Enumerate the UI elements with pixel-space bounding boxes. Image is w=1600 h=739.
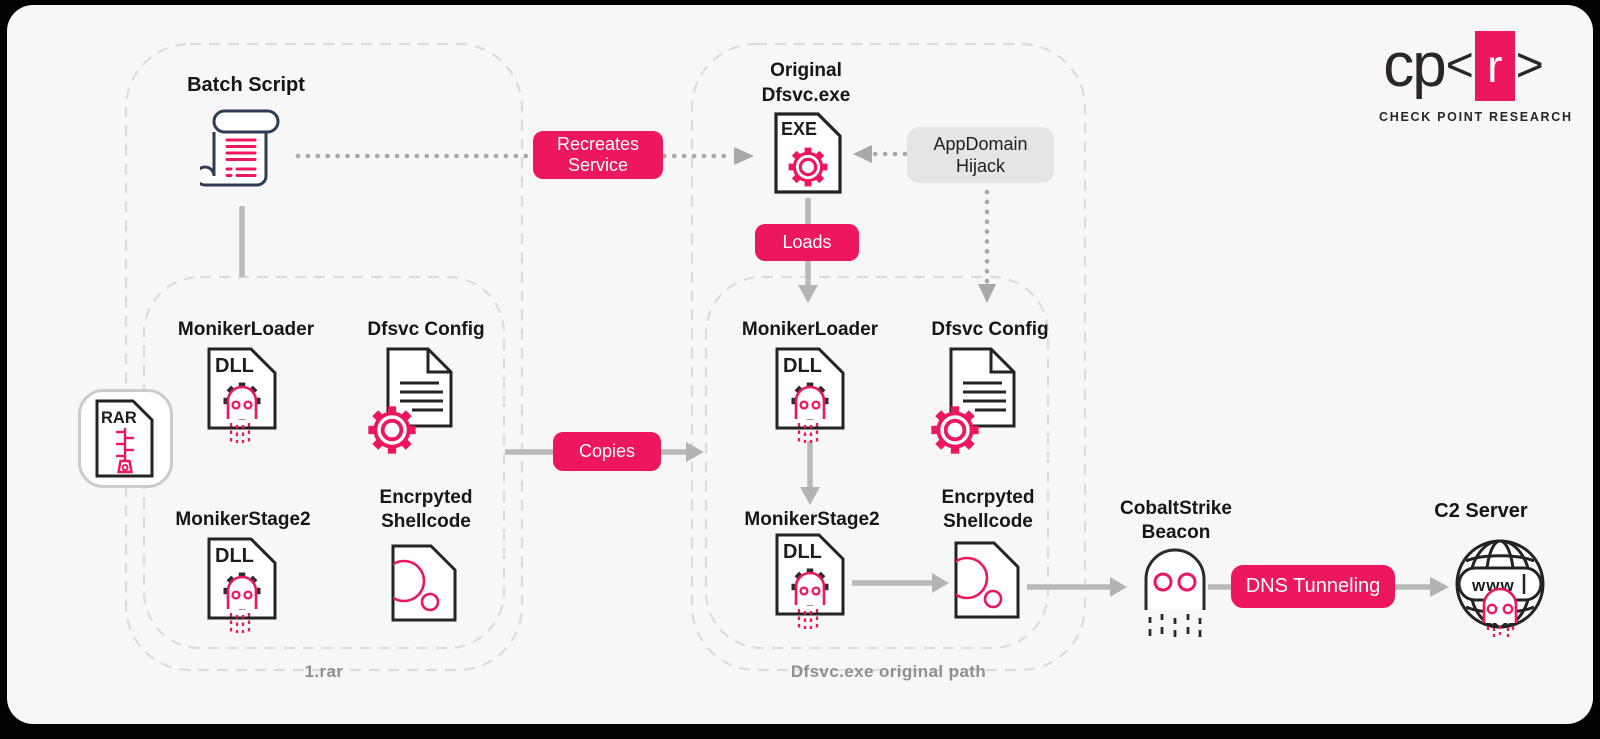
- dfsvc-config-icon-mid: [925, 347, 1016, 458]
- dfsvc-contents-box: [704, 275, 1050, 650]
- copies-pill: Copies: [553, 432, 661, 471]
- moniker-loader-dll-icon-left: DLL: [207, 347, 277, 443]
- shellcode-circles: [956, 556, 1003, 609]
- shellcode-label-mid: Encrpyted Shellcode: [941, 487, 1035, 532]
- moniker-stage2-dll-icon-mid: DLL: [775, 533, 845, 629]
- logo-cp-text: cp: [1383, 31, 1447, 100]
- logo-subtitle: CHECK POINT RESEARCH: [1379, 110, 1573, 124]
- rar-group-caption: 1.rar: [304, 662, 344, 681]
- dll-badge-text: DLL: [215, 355, 254, 377]
- c2-server-label: C2 Server: [1434, 500, 1528, 522]
- ghost-icon: [226, 575, 258, 633]
- shellcode-label-left: Encrpyted Shellcode: [379, 487, 473, 532]
- loads-pill: Loads: [755, 224, 859, 261]
- cobaltstrike-beacon-ghost-icon: [1144, 548, 1206, 637]
- logo-r-box: r: [1474, 31, 1515, 101]
- shellcode-circles: [393, 559, 440, 612]
- moniker-stage2-dll-icon-left: DLL: [207, 537, 277, 633]
- moniker-stage2-label-mid: MonikerStage2: [744, 509, 880, 530]
- dfsvc-group-box: [690, 42, 1087, 672]
- batch-script-scroll-icon: [200, 109, 280, 187]
- cobaltstrike-beacon-label: CobaltStrike Beacon: [1120, 498, 1232, 543]
- dll-badge-text: DLL: [783, 541, 822, 563]
- recreates-service-pill: Recreates Service: [533, 131, 663, 179]
- dfsvc-config-label-mid: Dfsvc Config: [931, 319, 1049, 340]
- dns-tunneling-pill: DNS Tunneling: [1231, 565, 1395, 608]
- ghost-icon: [226, 385, 258, 443]
- ghost-icon: [794, 385, 826, 443]
- document-text-lines: [963, 381, 1006, 412]
- exe-badge-text: EXE: [781, 119, 817, 139]
- appdomain-hijack-box: AppDomain Hijack: [907, 127, 1054, 183]
- moniker-loader-label-left: MonikerLoader: [177, 319, 315, 340]
- dfsvc-config-label-left: Dfsvc Config: [367, 319, 485, 340]
- moniker-loader-label-mid: MonikerLoader: [741, 319, 879, 340]
- shellcode-icon-mid: [954, 541, 1020, 619]
- logo-close-bracket: >: [1515, 39, 1544, 92]
- rar-badge-text: RAR: [101, 409, 137, 427]
- check-point-research-logo: cp < r > CHECK POINT RESEARCH: [1379, 28, 1573, 124]
- solid-arrowheads: [686, 285, 1449, 597]
- dfsvc-group-caption: Dfsvc.exe original path: [790, 662, 987, 681]
- dfsvc-config-icon-left: [362, 347, 453, 458]
- moniker-loader-dll-icon-mid: DLL: [775, 347, 845, 443]
- document-text-lines: [400, 381, 443, 412]
- dll-badge-text: DLL: [783, 355, 822, 377]
- gear-icon: [789, 148, 828, 187]
- original-dfsvc-label: Original Dfsvc.exe: [761, 60, 851, 106]
- gear-icon: [368, 406, 415, 453]
- batch-script-label: Batch Script: [187, 74, 305, 96]
- ghost-legs: [1148, 614, 1202, 637]
- scroll-text-lines: [225, 138, 257, 177]
- logo-open-bracket: <: [1445, 39, 1474, 92]
- dll-badge-text: DLL: [215, 545, 254, 567]
- zipper-glyph: [116, 428, 134, 474]
- moniker-stage2-label-left: MonikerStage2: [175, 509, 311, 530]
- rar-group-box: [124, 42, 524, 672]
- dotted-arrowheads: [734, 145, 996, 303]
- gear-icon: [931, 406, 978, 453]
- original-dfsvc-exe-icon: EXE: [774, 112, 842, 194]
- rar-archive-icon: RAR: [78, 389, 173, 488]
- shellcode-icon-left: [391, 544, 457, 622]
- ghost-icon: [794, 571, 826, 629]
- ghost-icon: [1482, 587, 1518, 637]
- c2-server-globe-icon: www: [1455, 539, 1545, 637]
